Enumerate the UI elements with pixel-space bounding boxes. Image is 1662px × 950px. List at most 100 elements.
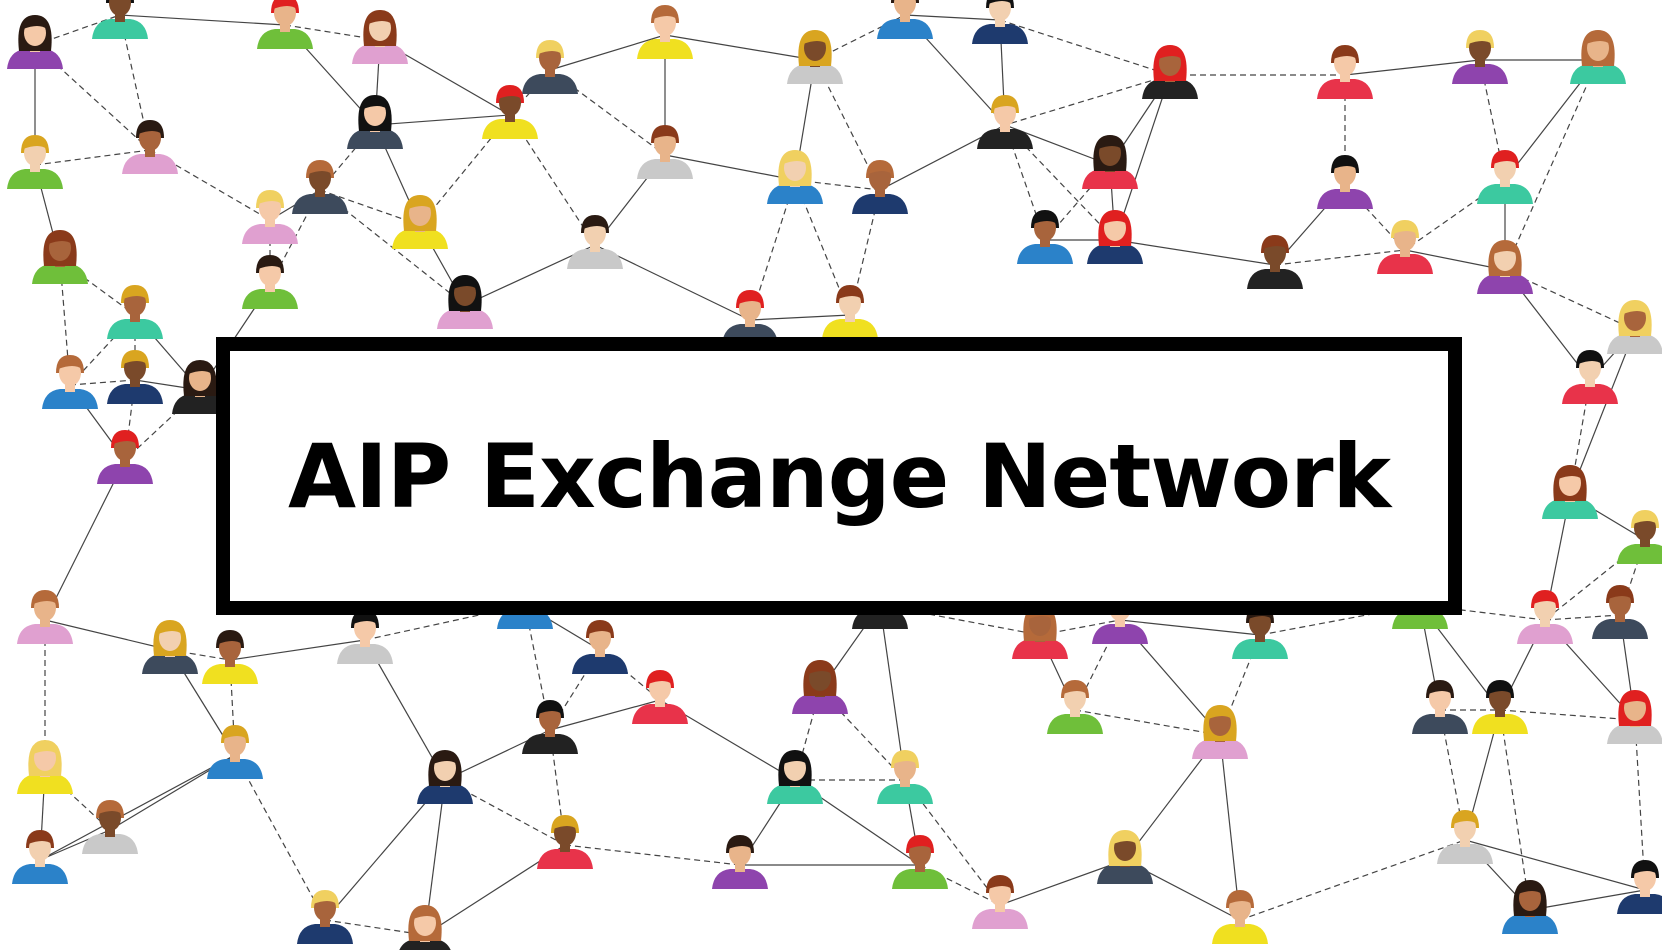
network-connection	[904, 779, 1001, 906]
person-avatar-icon	[1317, 155, 1373, 209]
network-connection	[999, 19, 1171, 76]
network-connection	[44, 459, 126, 621]
person-avatar-icon	[482, 85, 538, 139]
network-connection	[324, 919, 426, 936]
person-avatar-icon	[1082, 135, 1138, 189]
person-avatar-icon	[522, 700, 578, 754]
person-avatar-icon	[787, 30, 843, 84]
person-avatar-icon	[242, 255, 298, 309]
network-connection	[1499, 709, 1531, 911]
network-connection	[1004, 124, 1116, 241]
person-avatar-icon	[242, 190, 298, 244]
network-avatars	[7, 0, 1662, 950]
person-avatar-icon	[1412, 680, 1468, 734]
network-connection	[319, 189, 421, 226]
person-avatar-icon	[877, 750, 933, 804]
person-avatar-icon	[852, 160, 908, 214]
network-connection	[1464, 839, 1646, 891]
network-connection	[749, 314, 851, 321]
person-avatar-icon	[972, 875, 1028, 929]
person-avatar-icon	[1617, 860, 1662, 914]
person-avatar-icon	[1097, 830, 1153, 884]
person-avatar-icon	[207, 725, 263, 779]
network-connection	[1004, 74, 1171, 126]
person-avatar-icon	[1142, 45, 1198, 99]
person-avatar-icon	[537, 815, 593, 869]
person-avatar-icon	[12, 830, 68, 884]
network-connection	[39, 754, 236, 861]
network-connection	[374, 114, 511, 126]
network-connection	[364, 604, 526, 641]
network-connection	[69, 379, 136, 386]
person-avatar-icon	[1087, 210, 1143, 264]
person-avatar-icon	[347, 95, 403, 149]
network-connection	[1544, 614, 1621, 621]
person-avatar-icon	[1472, 680, 1528, 734]
person-avatar-icon	[712, 835, 768, 889]
network-connection	[1404, 249, 1506, 271]
person-avatar-icon	[417, 750, 473, 804]
person-avatar-icon	[107, 350, 163, 404]
person-avatar-icon	[92, 0, 148, 39]
person-avatar-icon	[632, 670, 688, 724]
person-avatar-icon	[1562, 350, 1618, 404]
person-avatar-icon	[352, 10, 408, 64]
person-avatar-icon	[17, 590, 73, 644]
network-connection	[1504, 59, 1599, 271]
network-connection	[119, 14, 286, 26]
title-banner: AIP Exchange Network	[216, 337, 1462, 615]
network-connection	[1074, 709, 1221, 736]
person-avatar-icon	[107, 285, 163, 339]
person-avatar-icon	[822, 285, 878, 339]
person-avatar-icon	[97, 430, 153, 484]
person-avatar-icon	[42, 355, 98, 409]
person-avatar-icon	[1017, 210, 1073, 264]
person-avatar-icon	[1570, 30, 1626, 84]
person-avatar-icon	[1592, 585, 1648, 639]
person-avatar-icon	[1607, 690, 1662, 744]
person-avatar-icon	[522, 40, 578, 94]
network-connection	[1119, 619, 1261, 636]
person-avatar-icon	[1542, 465, 1598, 519]
network-connection	[1529, 889, 1646, 911]
person-avatar-icon	[1377, 220, 1433, 274]
person-avatar-icon	[32, 230, 88, 284]
person-avatar-icon	[1212, 890, 1268, 944]
network-connection	[1274, 249, 1406, 266]
person-avatar-icon	[437, 275, 493, 329]
network-connection	[229, 639, 366, 661]
network-connection	[594, 244, 751, 321]
network-connection	[999, 859, 1126, 906]
person-avatar-icon	[1502, 880, 1558, 934]
person-avatar-icon	[567, 215, 623, 269]
network-connection	[549, 34, 666, 71]
person-avatar-icon	[722, 290, 778, 344]
person-avatar-icon	[297, 890, 353, 944]
person-avatar-icon	[172, 360, 228, 414]
person-avatar-icon	[1452, 30, 1508, 84]
person-avatar-icon	[1607, 300, 1662, 354]
person-avatar-icon	[1437, 810, 1493, 864]
person-avatar-icon	[7, 135, 63, 189]
person-avatar-icon	[399, 905, 451, 950]
person-avatar-icon	[972, 0, 1028, 44]
person-avatar-icon	[637, 5, 693, 59]
person-avatar-icon	[1317, 45, 1373, 99]
person-avatar-icon	[1517, 590, 1573, 644]
person-avatar-icon	[1247, 235, 1303, 289]
person-avatar-icon	[767, 150, 823, 204]
person-avatar-icon	[1477, 240, 1533, 294]
person-avatar-icon	[877, 0, 933, 39]
person-avatar-icon	[572, 620, 628, 674]
person-avatar-icon	[892, 835, 948, 889]
person-avatar-icon	[337, 610, 393, 664]
person-avatar-icon	[792, 660, 848, 714]
network-connection	[234, 754, 326, 921]
person-avatar-icon	[392, 195, 448, 249]
network-connection	[904, 14, 1001, 21]
person-avatar-icon	[1192, 705, 1248, 759]
person-avatar-icon	[202, 630, 258, 684]
person-avatar-icon	[17, 740, 73, 794]
person-avatar-icon	[637, 125, 693, 179]
